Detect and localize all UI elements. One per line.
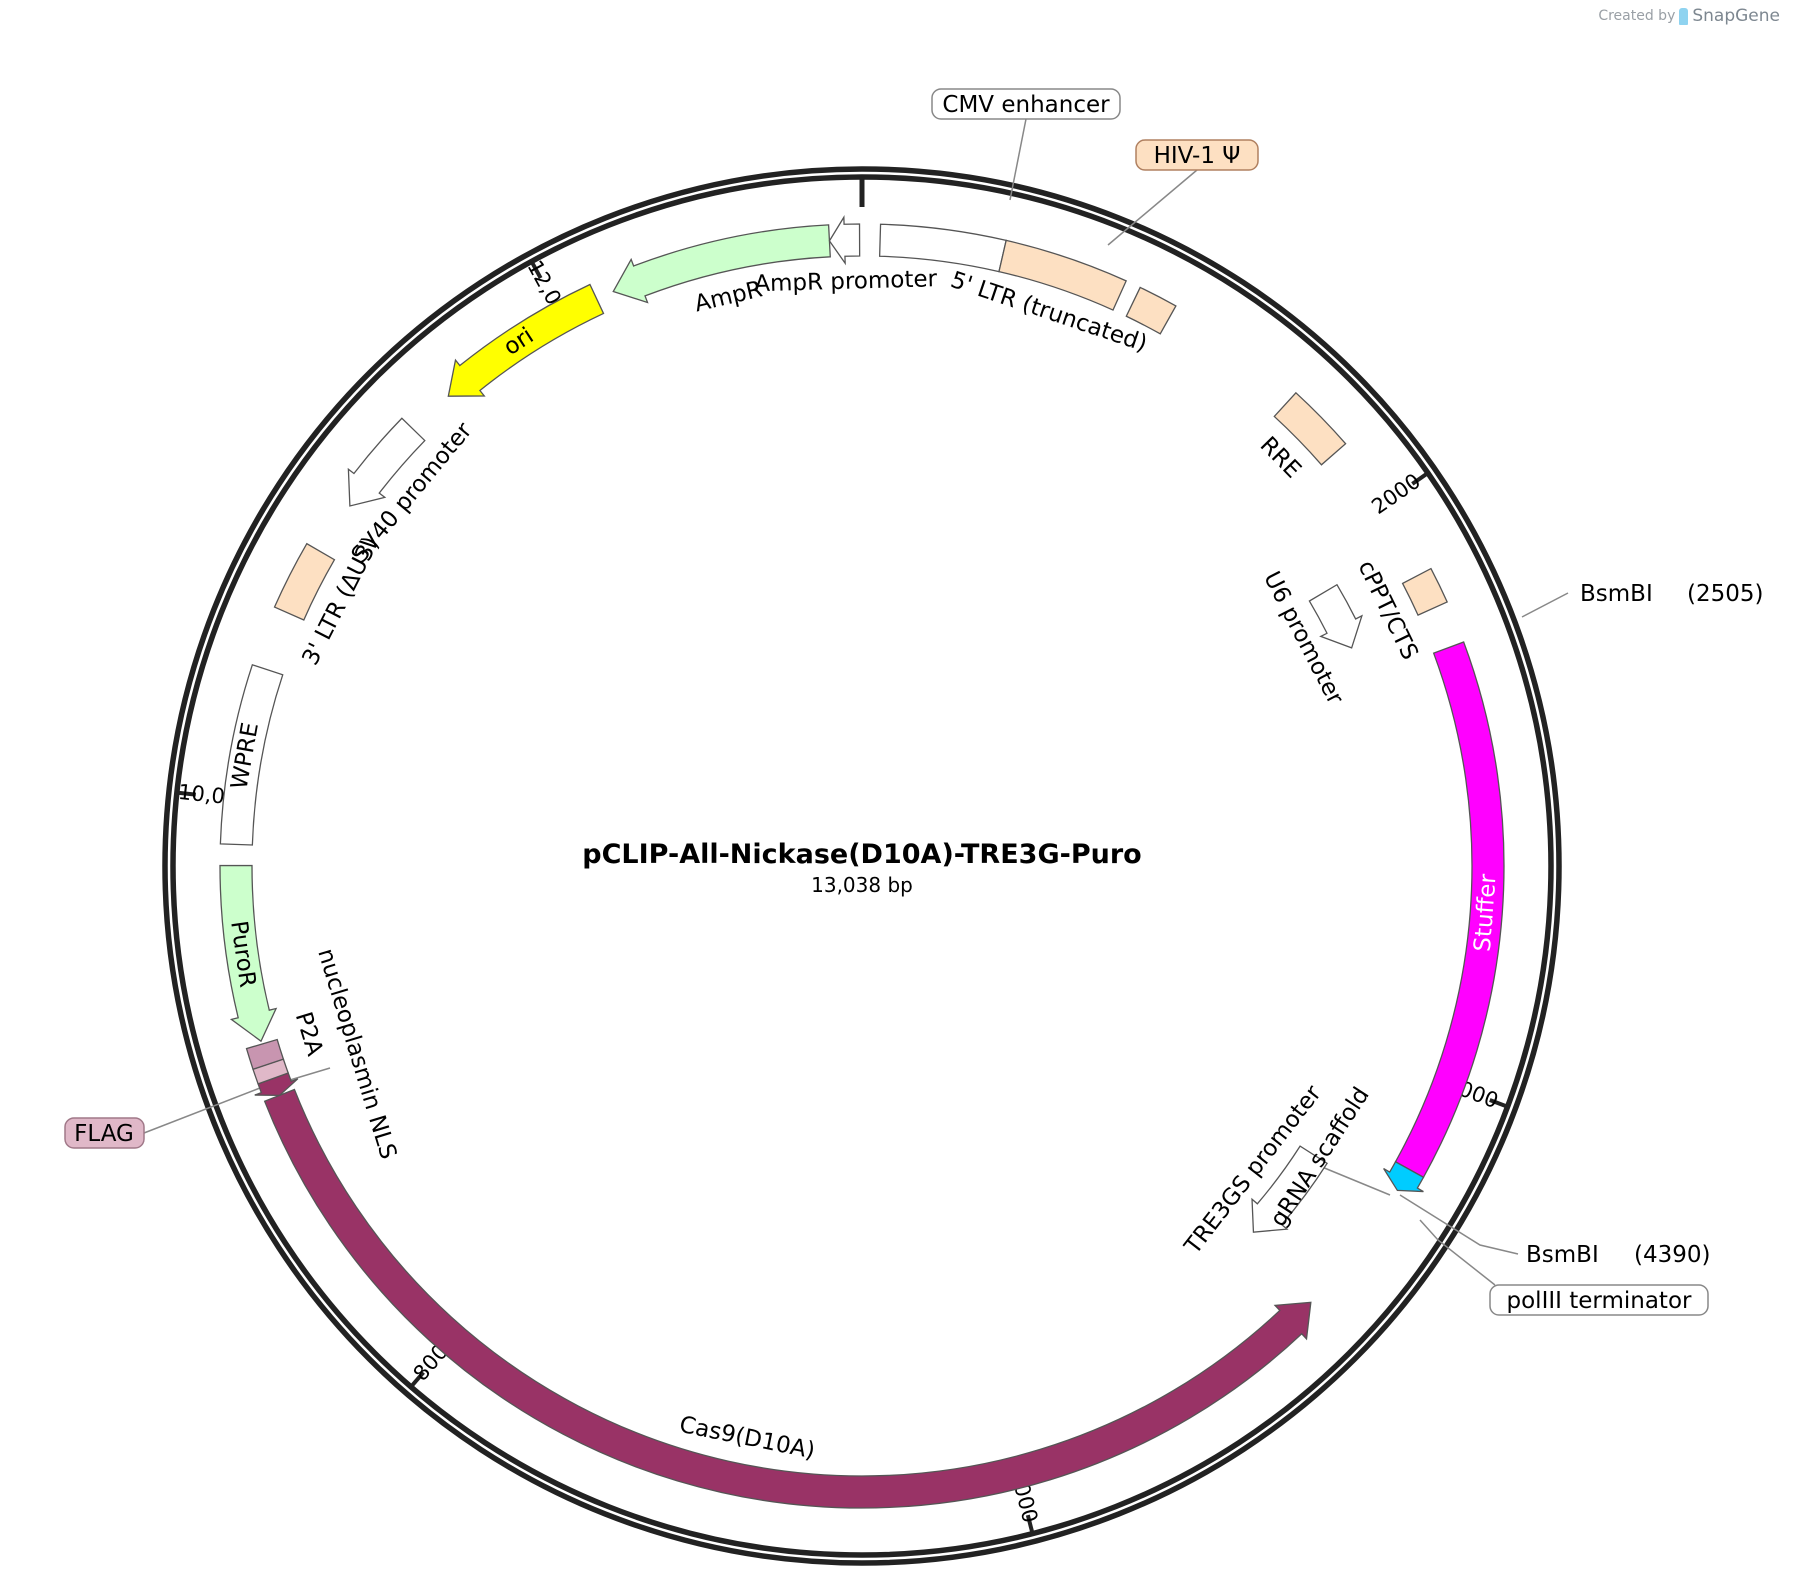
label-p2a: P2A — [290, 1009, 328, 1059]
feature-grna-scaffold[interactable] — [1383, 1160, 1425, 1193]
feature-3-ltr-du3[interactable] — [273, 542, 336, 621]
callout-cmv-enhancer-text: CMV enhancer — [942, 92, 1110, 118]
leader-hiv-1-psi — [1107, 169, 1198, 246]
leader-lines — [143, 118, 1569, 1286]
snapgene-logo-icon — [1679, 7, 1689, 25]
site-bsmbi-4390[interactable]: BsmBI (4390) — [1526, 1242, 1710, 1268]
leader-bsmbi-4390 — [1399, 1194, 1519, 1255]
callout-poliii-terminator-text: polIII terminator — [1507, 1288, 1692, 1314]
feature-p2a[interactable] — [245, 1038, 285, 1071]
plasmid-title: pCLIP-All-Nickase(D10A)-TRE3G-Puro 13,03… — [582, 839, 1141, 897]
feature-ampr-promoter[interactable] — [828, 215, 861, 266]
rotated-labels: gRNA scaffold nucleoplasmin NLS P2A — [290, 946, 1375, 1232]
feature-tre3gs-promoter[interactable] — [1251, 1145, 1328, 1233]
feature-hiv-1-psi[interactable] — [1125, 286, 1177, 335]
label-ampr-promoter: AmpR promoter — [754, 266, 938, 297]
leader-cmv-enhancer — [1009, 118, 1027, 201]
tick-12000 — [530, 261, 543, 280]
callout-cmv-enhancer[interactable]: CMV enhancer — [931, 88, 1121, 120]
callout-hiv-1-psi-text: HIV-1 Ψ — [1154, 143, 1241, 169]
tick-8000 — [410, 1371, 425, 1388]
callouts: CMV enhancer HIV-1 Ψ FLAG polIII termina… — [64, 88, 1709, 1316]
plasmid-name: pCLIP-All-Nickase(D10A)-TRE3G-Puro — [582, 839, 1141, 870]
feature-5-ltr-truncated[interactable] — [998, 239, 1128, 311]
plasmid-size: 13,038 bp — [811, 873, 913, 897]
tick-10000 — [177, 790, 197, 797]
site-bsmbi-4390-pos: (4390) — [1634, 1242, 1710, 1268]
features — [219, 215, 1505, 1509]
credit-brand: SnapGene — [1692, 6, 1780, 26]
label-cppt-cts: cPPT/CTS — [1353, 557, 1423, 665]
plasmid-backbone — [162, 166, 1562, 1566]
leader-bsmbi-2505 — [1521, 592, 1569, 618]
leader-flag — [143, 1087, 261, 1134]
snapgene-credit: Created by SnapGene — [1598, 6, 1780, 26]
feature-sv40-promoter[interactable] — [347, 417, 426, 507]
feature-ori[interactable] — [447, 283, 605, 397]
backbone-inner-ring — [170, 174, 1554, 1558]
leader-poliii-terminator — [1419, 1219, 1496, 1286]
callout-flag-text: FLAG — [74, 1121, 134, 1147]
feature-cmv-enhancer[interactable] — [878, 223, 1007, 273]
label-stuffer: Stuffer — [1470, 873, 1502, 953]
site-bsmbi-2505[interactable]: BsmBI (2505) — [1580, 581, 1763, 607]
leader-nucleoplasmin-nls — [289, 1067, 331, 1081]
tick-2000 — [1411, 471, 1429, 486]
feature-rre[interactable] — [1273, 391, 1347, 466]
callout-hiv-1-psi[interactable]: HIV-1 Ψ — [1135, 139, 1259, 171]
feature-cas9-d10a[interactable] — [263, 1088, 1312, 1509]
backbone-outer-ring — [162, 166, 1562, 1566]
callout-flag[interactable]: FLAG — [64, 1117, 145, 1149]
restriction-sites: BsmBI (2505) BsmBI (4390) — [1526, 581, 1763, 1268]
site-bsmbi-2505-pos: (2505) — [1687, 581, 1763, 607]
credit-prefix: Created by — [1598, 8, 1676, 24]
site-bsmbi-2505-enzyme: BsmBI — [1580, 581, 1653, 607]
callout-poliii-terminator[interactable]: polIII terminator — [1489, 1284, 1709, 1316]
feature-puror[interactable] — [219, 864, 278, 1043]
tick-label-2000: 2000 — [1367, 469, 1425, 519]
tick-4000 — [1489, 1098, 1508, 1109]
tick-6000 — [1025, 1514, 1035, 1534]
site-bsmbi-4390-enzyme: BsmBI — [1526, 1242, 1599, 1268]
feature-u6-promoter[interactable] — [1308, 583, 1363, 649]
feature-wpre[interactable] — [219, 663, 284, 846]
feature-cppt-cts[interactable] — [1401, 567, 1449, 616]
label-nucleoplasmin-nls: nucleoplasmin NLS — [312, 946, 401, 1163]
